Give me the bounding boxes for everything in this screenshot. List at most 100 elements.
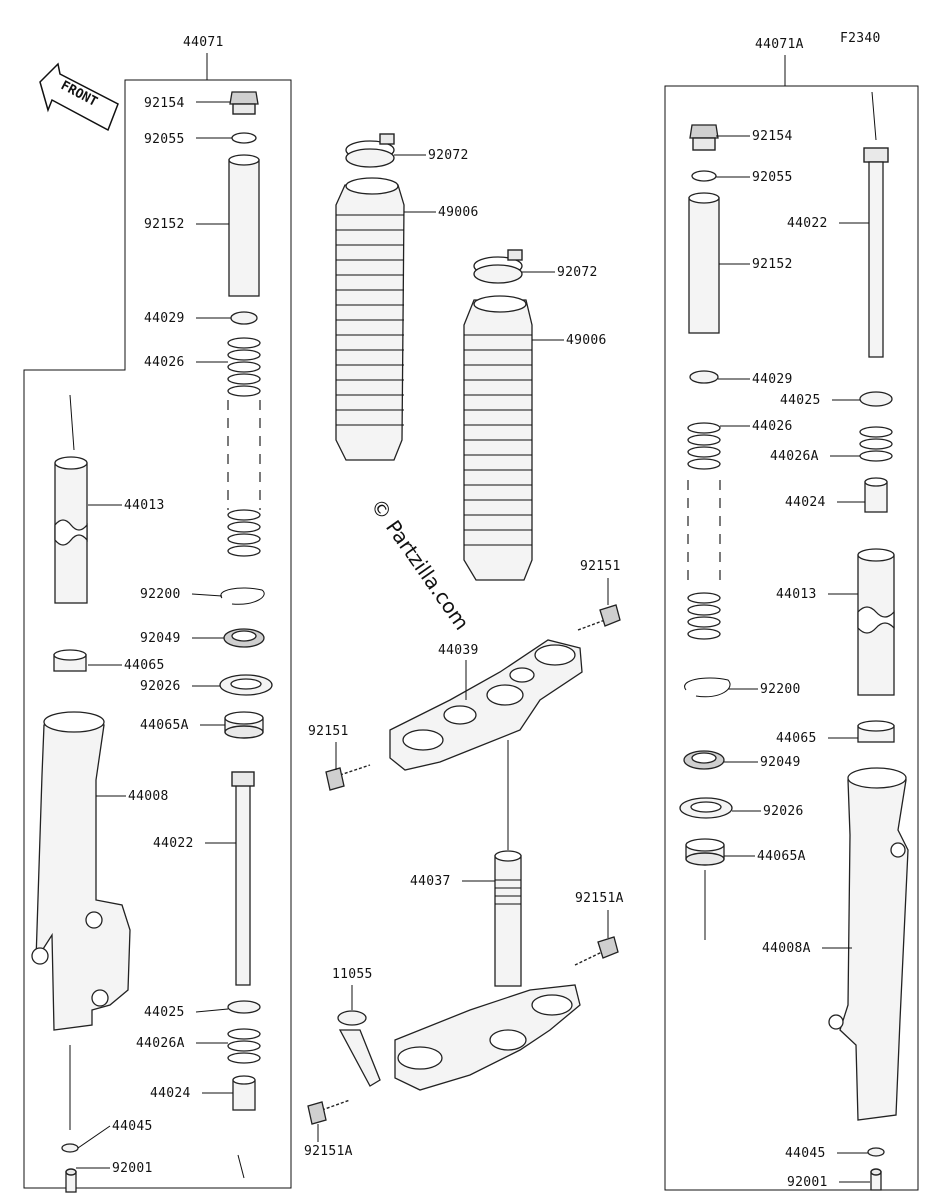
label-44024-left: 44024: [150, 1086, 191, 1101]
bushing-44065A-right: [685, 838, 725, 866]
washer-44025-right: [859, 391, 893, 407]
label-92154-left: 92154: [144, 96, 185, 111]
o-ring-92055-left: [231, 132, 257, 144]
label-92001-right: 92001: [787, 1175, 828, 1190]
boot-49006-a: [335, 177, 405, 461]
leader-arrow-left-bottom: [237, 1154, 245, 1179]
label-44026-left: 44026: [144, 355, 185, 370]
outer-tube-44008: [31, 711, 131, 1031]
spacer-tube-92152-left: [228, 154, 260, 297]
lower-bracket: [394, 984, 581, 1091]
front-arrow-icon: FRONT: [39, 62, 119, 132]
bolt-92001-left: [65, 1168, 77, 1193]
washer-44045-left: [61, 1143, 79, 1153]
clamp-92072-a: [345, 133, 395, 168]
clip-92200-left: [220, 587, 265, 605]
label-92200-left: 92200: [140, 587, 181, 602]
clamp-92072-b: [473, 249, 523, 284]
assembly-label-right: 44071A: [755, 37, 804, 52]
label-92049-left: 92049: [140, 631, 181, 646]
label-44024-right: 44024: [785, 495, 826, 510]
label-44045-left: 44045: [112, 1119, 153, 1134]
label-92154-right: 92154: [752, 129, 793, 144]
label-44013-left: 44013: [124, 498, 165, 513]
steering-stem-44037: [494, 740, 522, 987]
spring-44026A-right: [859, 426, 893, 462]
label-44029-right: 44029: [752, 372, 793, 387]
label-92026-left: 92026: [140, 679, 181, 694]
label-92200-right: 92200: [760, 682, 801, 697]
damper-rod-44022-right: [863, 147, 889, 358]
label-11055: 11055: [332, 967, 373, 982]
assembly-label-left: 44071: [183, 35, 224, 50]
washer-44045-right: [867, 1147, 885, 1157]
o-ring-92055-right: [691, 170, 717, 182]
spring-44026A-left: [227, 1028, 261, 1064]
label-44008A: 44008A: [762, 941, 811, 956]
label-92151-upper-left: 92151: [308, 724, 349, 739]
label-92152-right: 92152: [752, 257, 793, 272]
label-49006-b: 49006: [566, 333, 607, 348]
label-92001-left: 92001: [112, 1161, 153, 1176]
damper-rod-44022-left: [231, 771, 255, 986]
washer-44025-left: [227, 1000, 261, 1014]
fork-spring-44026-right: [687, 422, 721, 640]
label-44065A-right: 44065A: [757, 849, 806, 864]
cap-bolt-92154-left: [229, 91, 259, 115]
leader-arrow-right-top: [871, 91, 877, 141]
label-44022-left: 44022: [153, 836, 194, 851]
inner-tube-44013-left: [54, 394, 88, 604]
piece-44024-right: [864, 477, 888, 513]
label-44025-right: 44025: [780, 393, 821, 408]
diagram-code: F2340: [840, 31, 881, 46]
label-44029-left: 44029: [144, 311, 185, 326]
bushing-44065A-left: [224, 711, 264, 739]
washer-44029-right: [689, 370, 719, 384]
label-44065-right: 44065: [776, 731, 817, 746]
label-44026A-left: 44026A: [136, 1036, 185, 1051]
bushing-44065-left: [53, 649, 87, 672]
label-44025-left: 44025: [144, 1005, 185, 1020]
washer-92026-left: [219, 674, 273, 696]
label-44013-right: 44013: [776, 587, 817, 602]
bolt-92151A-right: [574, 936, 619, 966]
washer-44029-left: [230, 311, 258, 325]
label-92151A-left: 92151A: [304, 1144, 353, 1159]
bolt-92001-right: [870, 1168, 882, 1191]
oil-seal-92049-left: [223, 628, 265, 648]
label-44065A-left: 44065A: [140, 718, 189, 733]
upper-bracket-44039: [389, 639, 583, 771]
label-44022-right: 44022: [787, 216, 828, 231]
assembly-frame-right: [664, 85, 919, 1191]
clip-92200-right: [684, 677, 731, 698]
label-92152-left: 92152: [144, 217, 185, 232]
label-92151-upper-right: 92151: [580, 559, 621, 574]
inner-tube-44013-right: [857, 548, 895, 696]
label-92026-right: 92026: [763, 804, 804, 819]
bushing-44065-right: [857, 720, 895, 743]
label-44008: 44008: [128, 789, 169, 804]
label-49006-a: 49006: [438, 205, 479, 220]
label-44026-right: 44026: [752, 419, 793, 434]
label-44026A-right: 44026A: [770, 449, 819, 464]
label-44039: 44039: [438, 643, 479, 658]
boot-49006-b: [463, 295, 533, 581]
fork-spring-44026-left: [227, 337, 261, 557]
spacer-tube-92152-right: [688, 192, 720, 334]
bolt-92151A-left: [307, 1099, 351, 1125]
oil-seal-92049-right: [683, 750, 725, 770]
label-92049-right: 92049: [760, 755, 801, 770]
cap-bolt-92154-right: [689, 124, 719, 151]
bolt-92151-upper-right: [577, 604, 621, 631]
bolt-92151-upper-left: [325, 764, 371, 791]
label-44065-left: 44065: [124, 658, 165, 673]
watermark: © Partzilla.com: [366, 494, 474, 634]
outer-tube-44008A: [828, 767, 909, 1121]
label-44037: 44037: [410, 874, 451, 889]
bracket-11055: [337, 1010, 381, 1087]
label-44045-right: 44045: [785, 1146, 826, 1161]
label-92072-a: 92072: [428, 148, 469, 163]
label-92072-b: 92072: [557, 265, 598, 280]
label-92151A-right: 92151A: [575, 891, 624, 906]
assembly-frame-left: [23, 79, 292, 1189]
